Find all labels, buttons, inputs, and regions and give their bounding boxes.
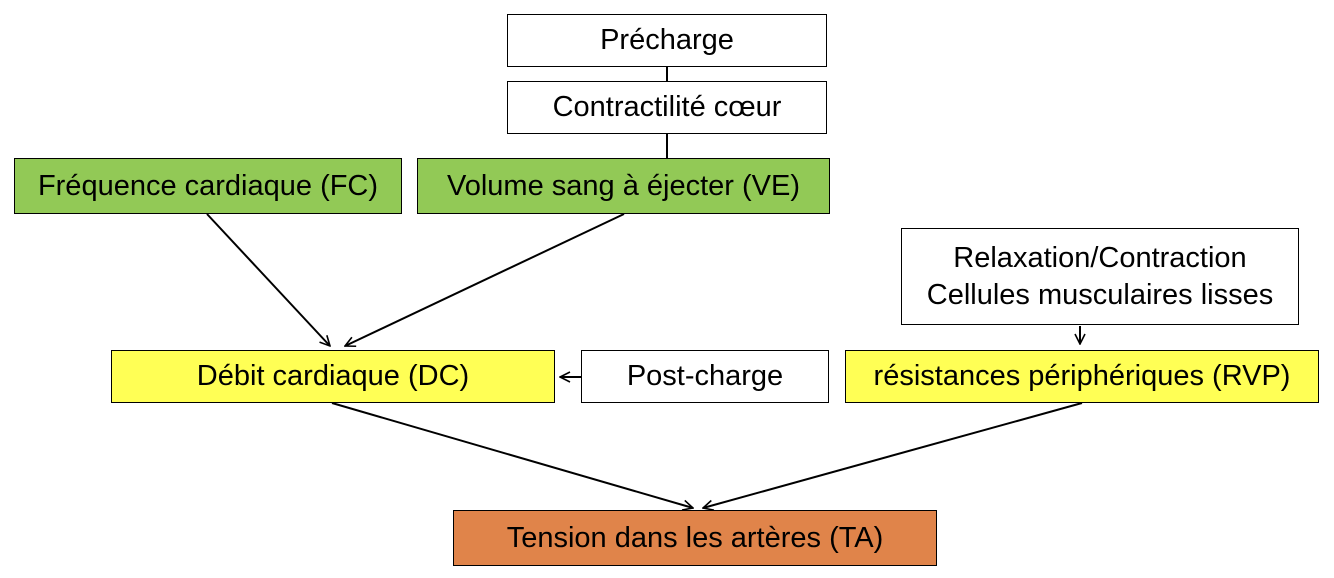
node-resistances-peripheriques: résistances périphériques (RVP): [845, 350, 1319, 403]
node-frequence-cardiaque: Fréquence cardiaque (FC): [14, 158, 402, 214]
node-post-charge: Post-charge: [581, 350, 829, 403]
node-tension-arteres: Tension dans les artères (TA): [453, 510, 937, 566]
edge-resistances-tension: [703, 402, 1083, 508]
node-debit-cardiaque: Débit cardiaque (DC): [111, 350, 555, 403]
edge-debit-tension: [331, 402, 693, 508]
node-relaxation-line2: Cellules musculaires lisses: [926, 278, 1274, 311]
node-relaxation-line1: Relaxation/Contraction: [953, 242, 1247, 275]
edge-frequence-debit: [206, 213, 330, 346]
node-relaxation-contraction: Relaxation/Contraction Cellules musculai…: [901, 228, 1299, 325]
node-precharge: Précharge: [507, 14, 827, 67]
node-contractilite: Contractilité cœur: [507, 81, 827, 134]
edge-volume-debit: [345, 213, 625, 346]
node-volume-sang: Volume sang à éjecter (VE): [417, 158, 830, 214]
